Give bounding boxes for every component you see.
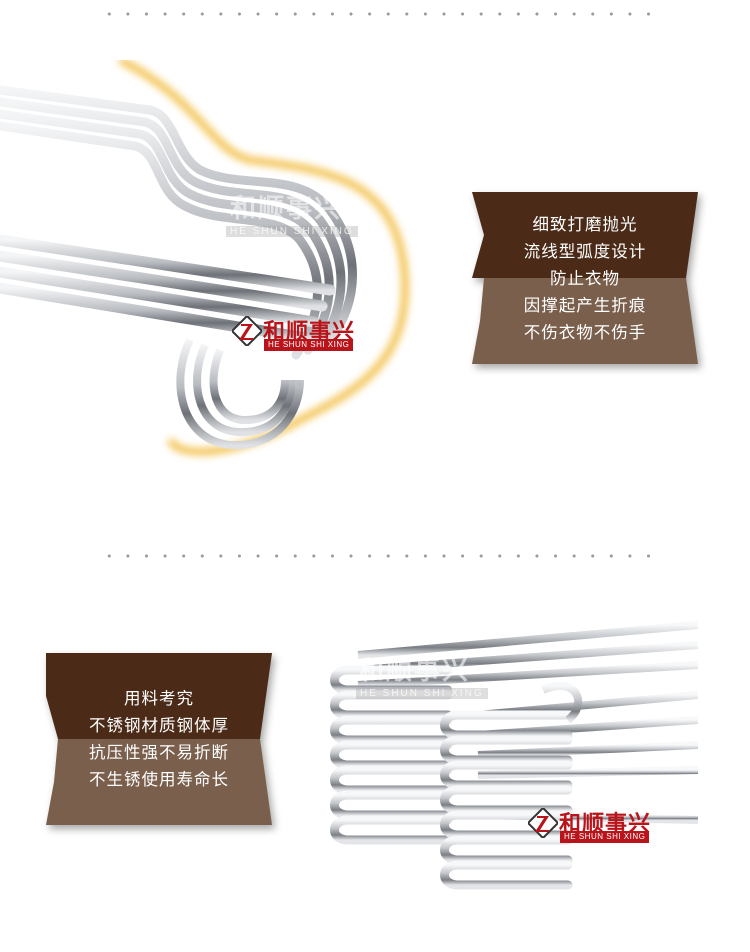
feature-panel-polish: 细致打磨抛光 流线型弧度设计 防止衣物 因撑起产生折痕 不伤衣物不伤手 [472,192,698,364]
feature-panel-material: 用料考究 不锈钢材质钢体厚 抗压性强不易折断 不生锈使用寿命长 [46,653,272,825]
feature-line: 不伤衣物不伤手 [523,322,647,342]
feature-line: 不锈钢材质钢体厚 [89,716,229,735]
brand-watermark-cn: 和顺事兴 [230,194,343,224]
feature-line: 因撑起产生折痕 [523,295,647,315]
feature-line: 流线型弧度设计 [523,241,647,261]
brand-logo: 和顺事兴 HE SHUN SHI XING [232,316,362,356]
stacked-hangers-photo [330,621,698,890]
feature-line: 不生锈使用寿命长 [89,770,229,789]
dotted-divider-top [100,12,660,16]
logo-mark-icon [528,808,558,838]
feature-text-polish: 细致打磨抛光 流线型弧度设计 防止衣物 因撑起产生折痕 不伤衣物不伤手 [472,192,698,364]
panel-background [46,653,272,825]
brand-watermark-en: HE SHUN SHI XING [226,226,358,237]
brand-logo: 和顺事兴 HE SHUN SHI XING [528,808,658,848]
hanger-hook-photo [0,60,409,456]
panel-background [472,192,698,364]
logo-name-en: HE SHUN SHI XING [560,831,650,843]
logo-mark-icon [232,316,262,346]
feature-line: 抗压性强不易折断 [89,743,229,762]
feature-line: 用料考究 [124,689,194,708]
feature-text-material: 用料考究 不锈钢材质钢体厚 抗压性强不易折断 不生锈使用寿命长 [46,653,272,825]
dotted-divider-middle [100,554,660,558]
feature-line: 细致打磨抛光 [532,214,638,234]
brand-watermark-cn: 和顺事兴 [358,656,471,686]
brand-watermark-en: HE SHUN SHI XING [356,688,488,699]
feature-line: 防止衣物 [550,268,620,288]
logo-name-en: HE SHUN SHI XING [264,339,354,351]
